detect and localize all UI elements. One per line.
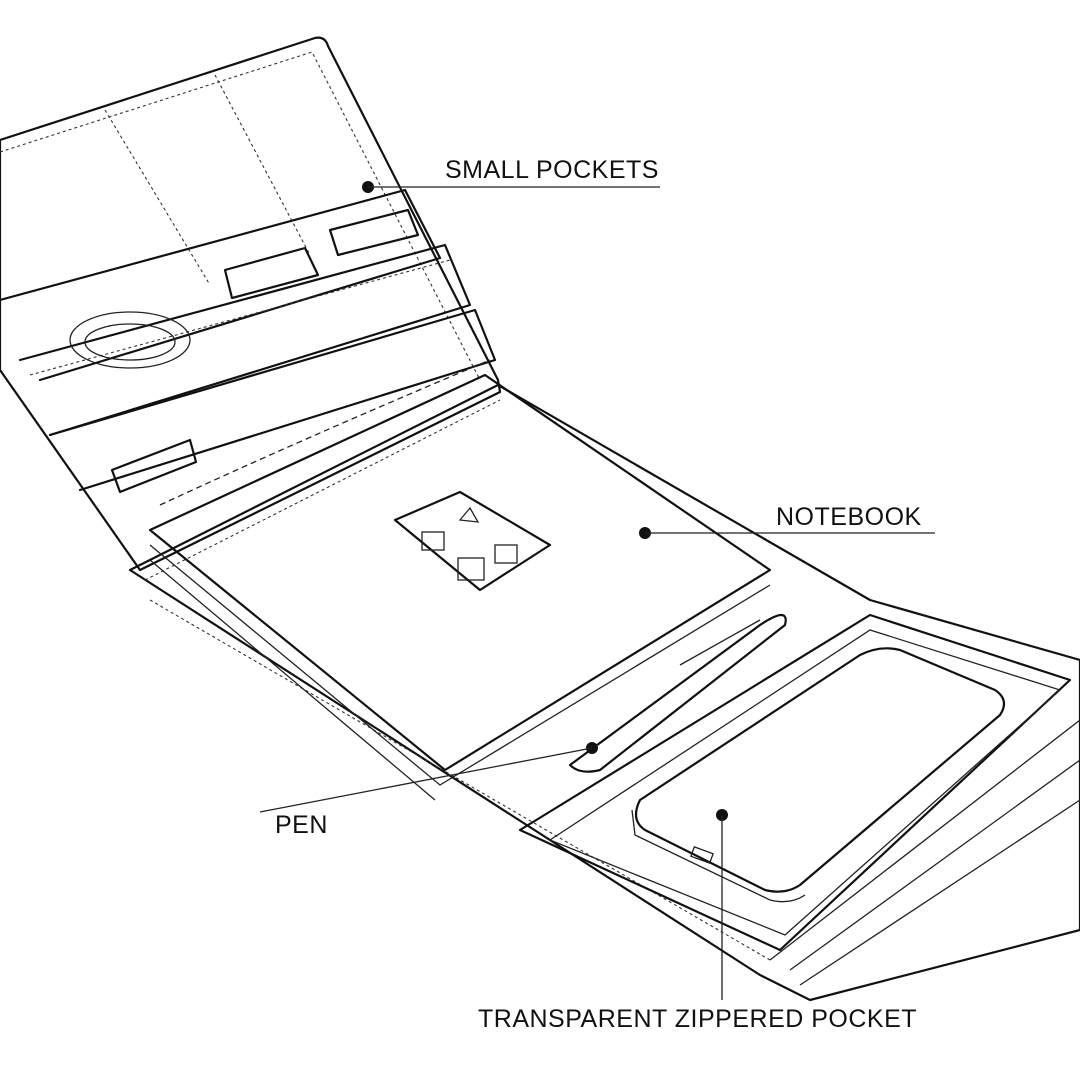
label-notebook: NOTEBOOK — [776, 503, 922, 531]
scan-icons-panel — [393, 490, 552, 592]
label-pen: PEN — [275, 811, 328, 839]
left-cover — [0, 36, 502, 572]
brand-tab — [110, 438, 198, 494]
pen — [568, 613, 787, 773]
card-slot — [328, 208, 420, 257]
base-cover — [128, 383, 1080, 1002]
label-transparent-zippered-pocket: TRANSPARENT ZIPPERED POCKET — [478, 1005, 918, 1033]
card-slot — [223, 246, 320, 300]
notebook — [148, 359, 772, 801]
callouts — [259, 181, 935, 1000]
phone — [631, 647, 1006, 903]
label-small-pockets: SMALL POCKETS — [445, 156, 659, 184]
zippered-pocket — [518, 613, 1080, 986]
